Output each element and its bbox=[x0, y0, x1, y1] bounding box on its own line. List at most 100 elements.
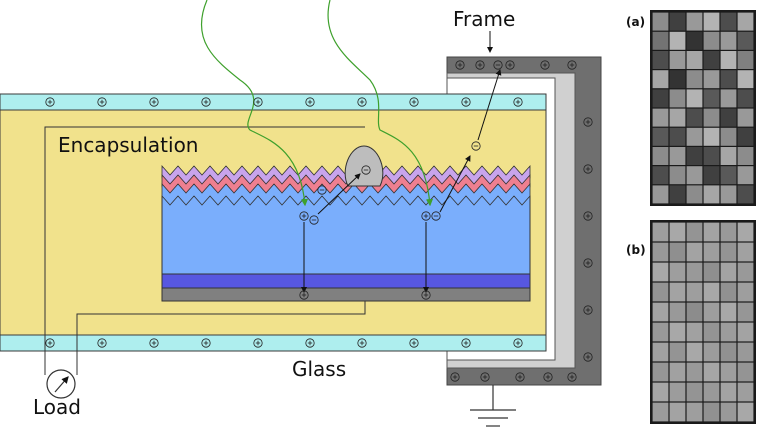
glass-label: Glass bbox=[292, 357, 346, 381]
el-cell bbox=[737, 166, 754, 185]
el-cell bbox=[686, 89, 703, 108]
el-cell bbox=[703, 166, 720, 185]
el-cell bbox=[720, 166, 737, 185]
wire-front-contact bbox=[44, 126, 365, 375]
el-cell bbox=[669, 322, 686, 342]
glass-bottom bbox=[0, 334, 547, 352]
arrow-electron-frame bbox=[477, 69, 502, 141]
frame-bottom-plus bbox=[480, 372, 490, 382]
el-cell bbox=[669, 282, 686, 302]
el-cell bbox=[652, 342, 669, 362]
light-rays bbox=[201, 0, 434, 207]
el-cell bbox=[669, 108, 686, 127]
el-cell bbox=[720, 89, 737, 108]
el-cell bbox=[720, 70, 737, 89]
el-cell bbox=[737, 147, 754, 165]
el-image-a-cells bbox=[652, 12, 754, 204]
el-cell bbox=[686, 282, 703, 302]
el-cell bbox=[669, 242, 686, 262]
glass-top-plus bbox=[409, 97, 419, 107]
cell-back-layer bbox=[161, 273, 531, 289]
el-cell bbox=[669, 12, 686, 31]
circuit-wires bbox=[44, 126, 366, 375]
el-cell bbox=[720, 51, 737, 69]
charge-symbols bbox=[45, 60, 593, 382]
el-cell bbox=[686, 242, 703, 262]
el-cell bbox=[686, 262, 703, 282]
el-image-a: (a) bbox=[626, 10, 756, 206]
frame-side-plus bbox=[583, 164, 593, 174]
el-cell bbox=[703, 89, 720, 108]
frame-top-plus bbox=[540, 60, 550, 70]
el-cell bbox=[737, 302, 754, 322]
el-cell bbox=[737, 362, 754, 382]
glass-bottom-plus bbox=[45, 338, 55, 348]
glass-top-plus bbox=[201, 97, 211, 107]
frame-top-plus bbox=[475, 60, 485, 70]
el-cell bbox=[652, 222, 669, 242]
el-cell bbox=[652, 89, 669, 108]
glass-top-plus bbox=[253, 97, 263, 107]
glass-top-plus bbox=[97, 97, 107, 107]
el-cell bbox=[720, 342, 737, 362]
frame-electron bbox=[493, 60, 503, 70]
el-cell bbox=[737, 127, 754, 146]
el-image-b-cells bbox=[652, 222, 754, 422]
frame-bottom-plus bbox=[515, 372, 525, 382]
el-cell bbox=[669, 51, 686, 69]
frame-side-plus bbox=[583, 305, 593, 315]
el-cell bbox=[652, 302, 669, 322]
el-cell bbox=[686, 185, 703, 204]
glass-bottom-plus bbox=[513, 338, 523, 348]
glass-top-plus bbox=[45, 97, 55, 107]
el-cell bbox=[669, 382, 686, 402]
el-cell bbox=[720, 322, 737, 342]
el-cell bbox=[737, 222, 754, 242]
el-cell bbox=[652, 242, 669, 262]
el-cell bbox=[669, 166, 686, 185]
el-cell bbox=[720, 402, 737, 422]
electron-contact bbox=[361, 165, 371, 175]
el-cell bbox=[703, 342, 720, 362]
glass-bottom-plus bbox=[253, 338, 263, 348]
el-cell bbox=[737, 108, 754, 127]
el-cell bbox=[686, 127, 703, 146]
el-cell bbox=[703, 382, 720, 402]
el-cell bbox=[686, 322, 703, 342]
el-cell bbox=[703, 147, 720, 165]
el-cell bbox=[703, 362, 720, 382]
electron-surface bbox=[317, 185, 327, 195]
electrode-plus-2 bbox=[421, 290, 431, 300]
glass-top-plus bbox=[513, 97, 523, 107]
frame-top-plus bbox=[505, 60, 515, 70]
el-cell bbox=[720, 282, 737, 302]
el-cell bbox=[703, 302, 720, 322]
el-cell bbox=[737, 70, 754, 89]
el-cell bbox=[652, 166, 669, 185]
el-cell bbox=[703, 51, 720, 69]
el-cell bbox=[652, 262, 669, 282]
frame-bottom-plus bbox=[450, 372, 460, 382]
el-cell bbox=[686, 402, 703, 422]
el-image-b: (b) bbox=[626, 220, 756, 424]
el-cell bbox=[703, 12, 720, 31]
glass-bottom-plus bbox=[461, 338, 471, 348]
el-cell bbox=[669, 185, 686, 204]
el-cell bbox=[669, 262, 686, 282]
electron-2 bbox=[431, 211, 441, 221]
load-label: Load bbox=[33, 395, 81, 419]
glass-top-plus bbox=[357, 97, 367, 107]
el-cell bbox=[703, 70, 720, 89]
el-cell bbox=[737, 342, 754, 362]
el-cell bbox=[686, 51, 703, 69]
el-cell bbox=[669, 222, 686, 242]
el-cell bbox=[737, 322, 754, 342]
el-cell bbox=[686, 222, 703, 242]
frame-top-plus bbox=[567, 60, 577, 70]
panel-a-label: (a) bbox=[626, 15, 645, 29]
el-cell bbox=[720, 222, 737, 242]
el-cell bbox=[652, 51, 669, 69]
el-cell bbox=[737, 382, 754, 402]
el-cell bbox=[652, 322, 669, 342]
